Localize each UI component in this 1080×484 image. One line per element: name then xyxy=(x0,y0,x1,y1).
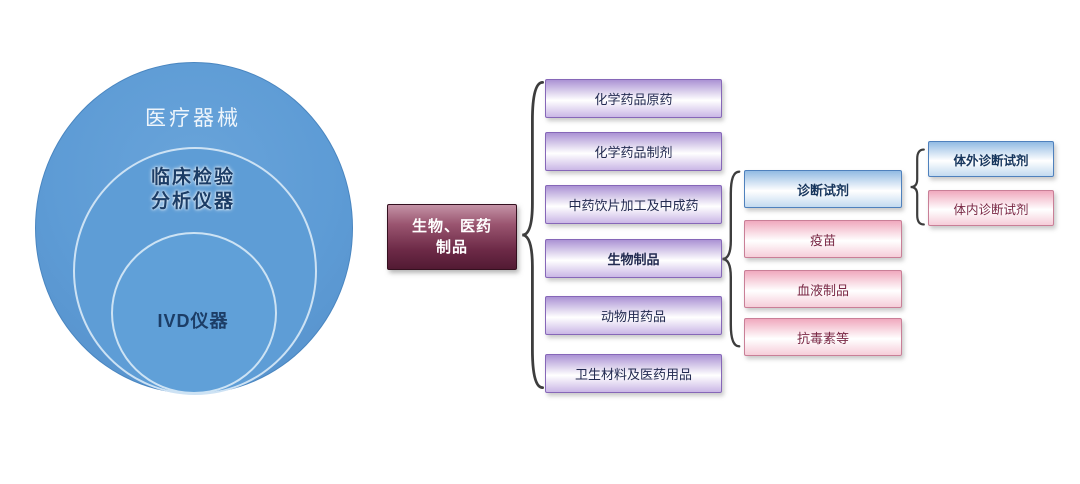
brace-icon-level2 xyxy=(714,168,742,350)
brace-icon-level1 xyxy=(512,76,546,394)
venn-inner-label: IVD仪器 xyxy=(157,311,229,331)
venn-outer-label: 医疗器械 xyxy=(145,107,241,130)
box-blood-products: 血液制品 xyxy=(744,270,902,308)
box-antitoxins: 抗毒素等 xyxy=(744,318,902,356)
root-box-line1: 生物、医药 xyxy=(411,218,492,235)
root-box-line2: 制品 xyxy=(435,239,468,256)
brace-icon-level3 xyxy=(904,148,926,226)
box-sanitary-materials: 卫生材料及医药用品 xyxy=(545,354,722,393)
box-vaccines: 疫苗 xyxy=(744,220,902,258)
box-veterinary-drugs: 动物用药品 xyxy=(545,296,722,335)
venn-middle-label-line2: 分析仪器 xyxy=(150,190,235,212)
venn-middle-label-line1: 临床检验 xyxy=(150,167,235,188)
box-tcm-processing: 中药饮片加工及中成药 xyxy=(545,185,722,224)
box-chemical-preparations: 化学药品制剂 xyxy=(545,132,722,171)
box-diagnostic-reagents: 诊断试剂 xyxy=(744,170,902,208)
box-chemical-raw-drugs: 化学药品原药 xyxy=(545,79,722,118)
box-ivd-reagents: 体外诊断试剂 xyxy=(928,141,1054,177)
venn-middle-label: 临床检验 分析仪器 xyxy=(93,166,293,214)
box-in-vivo-reagents: 体内诊断试剂 xyxy=(928,190,1054,226)
box-biological-products: 生物制品 xyxy=(545,239,722,278)
root-box-bio-pharma: 生物、医药 制品 xyxy=(387,204,517,270)
venn-inner-circle xyxy=(111,232,277,394)
